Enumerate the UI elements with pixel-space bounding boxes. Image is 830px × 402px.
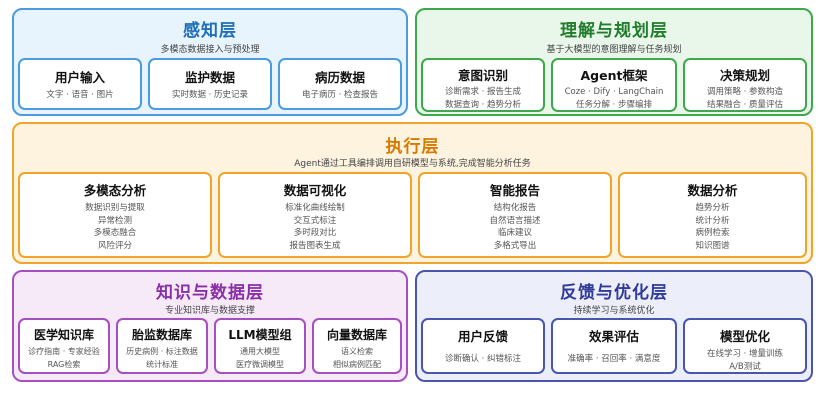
card-monitoring-data: 监护数据 实时数据 · 历史记录 — [148, 58, 272, 110]
card-title: 数据可视化 — [283, 183, 347, 198]
card-line: 多模态融合 — [93, 228, 137, 238]
card-line: 统计分析 — [695, 215, 730, 226]
card-line: 诊断需求 · 报告生成 — [444, 87, 522, 97]
execution-layer: 执行层 Agent通过工具编排调用自研模型与系统,完成智能分析任务 多模态分析 … — [12, 122, 813, 264]
card-model-optimization: 模型优化 在线学习 · 增量训练 A/B测试 — [683, 318, 807, 374]
card-data-analysis: 数据分析 趋势分析 统计分析 病例检索 知识图谱 — [618, 172, 807, 258]
card-title: 监护数据 — [184, 70, 235, 85]
perception-layer: 感知层 多模态数据接入与预处理 用户输入 文字 · 语音 · 图片 监护数据 实… — [12, 8, 408, 116]
layer-title: 理解与规划层 — [560, 21, 668, 41]
card-line: 医疗微调模型 — [236, 359, 284, 369]
layer-subtitle: 专业知识库与数据支撑 — [164, 306, 255, 316]
card-title: Agent框架 — [580, 68, 648, 83]
card-user-feedback: 用户反馈 诊断确认 · 纠错标注 — [421, 318, 545, 374]
layer-subtitle: 多模态数据接入与预处理 — [160, 45, 260, 55]
card-line: 诊断确认 · 纠错标注 — [444, 354, 522, 364]
card-line: 电子病历 · 检查报告 — [301, 90, 379, 100]
card-line: 异常检测 — [97, 215, 132, 226]
card-line: 交互式标注 — [293, 215, 337, 226]
card-title: 效果评估 — [588, 329, 639, 344]
card-llm-model-group: LLM模型组 通用大模型 医疗微调模型 — [214, 318, 306, 374]
card-line: 数据识别与提取 — [85, 203, 145, 213]
card-line: 相似病例匹配 — [333, 359, 381, 369]
card-title: 医学知识库 — [33, 328, 94, 342]
card-vector-database: 向量数据库 语义检索 相似病例匹配 — [312, 318, 402, 374]
layer-title: 反馈与优化层 — [560, 283, 668, 303]
card-line: 多格式导出 — [493, 240, 537, 251]
layer-subtitle: Agent通过工具编排调用自研模型与系统,完成智能分析任务 — [294, 159, 531, 169]
card-user-input: 用户输入 文字 · 语音 · 图片 — [18, 58, 142, 110]
card-line: 知识图谱 — [695, 240, 730, 251]
card-smart-report: 智能报告 结构化报告 自然语言描述 临床建议 多格式导出 — [418, 172, 612, 258]
card-line: 诊疗指南 · 专家经验 — [28, 347, 100, 356]
card-line: 结构化报告 — [493, 203, 537, 213]
card-effect-evaluation: 效果评估 准确率 · 召回率 · 满意度 — [551, 318, 677, 374]
card-agent-framework: Agent框架 Coze · Dify · LangChain 任务分解 · 步… — [551, 58, 677, 112]
card-title: 智能报告 — [489, 183, 540, 198]
card-title: 多模态分析 — [83, 183, 147, 198]
card-line: 结果融合 · 质量评估 — [706, 99, 784, 110]
card-line: 任务分解 · 步骤编排 — [575, 99, 653, 110]
card-line: Coze · Dify · LangChain — [564, 87, 664, 97]
card-line: 实时数据 · 历史记录 — [171, 90, 249, 100]
card-line: 语义检索 — [341, 347, 373, 356]
card-fetal-monitoring-database: 胎监数据库 历史病例 · 标注数据 统计标准 — [116, 318, 208, 374]
card-line: 临床建议 — [497, 228, 532, 238]
card-title: 用户输入 — [54, 70, 105, 85]
card-line: 风险评分 — [97, 240, 132, 251]
card-line: 历史病例 · 标注数据 — [126, 347, 198, 356]
card-title: 意图识别 — [457, 68, 508, 83]
card-intent-recognition: 意图识别 诊断需求 · 报告生成 数据查询 · 趋势分析 — [421, 58, 545, 112]
card-line: 多时段对比 — [293, 228, 337, 238]
card-title: 模型优化 — [719, 329, 770, 344]
layer-title: 感知层 — [183, 21, 237, 41]
card-title: 向量数据库 — [326, 328, 387, 342]
card-title: 决策规划 — [719, 68, 770, 83]
card-title: LLM模型组 — [228, 328, 292, 342]
card-line: 标准化曲线绘制 — [285, 203, 345, 213]
card-medical-knowledge-base: 医学知识库 诊疗指南 · 专家经验 RAG检索 — [18, 318, 110, 374]
layer-subtitle: 持续学习与系统优化 — [573, 306, 655, 316]
card-title: 数据分析 — [687, 183, 738, 198]
card-line: RAG检索 — [47, 359, 81, 369]
card-line: 趋势分析 — [695, 203, 730, 213]
card-line: 文字 · 语音 · 图片 — [46, 90, 114, 100]
card-line: 在线学习 · 增量训练 — [706, 349, 784, 359]
layer-title: 执行层 — [385, 137, 440, 157]
card-line: 统计标准 — [146, 359, 178, 369]
card-decision-planning: 决策规划 调用策略 · 参数构造 结果融合 · 质量评估 — [683, 58, 807, 112]
knowledge-layer: 知识与数据层 专业知识库与数据支撑 医学知识库 诊疗指南 · 专家经验 RAG检… — [12, 270, 408, 382]
layer-title: 知识与数据层 — [156, 283, 264, 303]
card-line: 自然语言描述 — [489, 215, 541, 226]
card-title: 用户反馈 — [457, 329, 508, 344]
card-multimodal-analysis: 多模态分析 数据识别与提取 异常检测 多模态融合 风险评分 — [18, 172, 212, 258]
card-title: 病历数据 — [314, 70, 365, 85]
card-line: 数据查询 · 趋势分析 — [444, 99, 522, 110]
card-title: 胎监数据库 — [131, 328, 192, 342]
card-line: 调用策略 · 参数构造 — [706, 87, 784, 97]
card-line: A/B测试 — [729, 361, 761, 372]
card-line: 通用大模型 — [240, 347, 280, 356]
feedback-layer: 反馈与优化层 持续学习与系统优化 用户反馈 诊断确认 · 纠错标注 效果评估 准… — [415, 270, 813, 382]
card-line: 病例检索 — [695, 228, 730, 238]
card-line: 报告图表生成 — [289, 240, 341, 251]
card-data-visualization: 数据可视化 标准化曲线绘制 交互式标注 多时段对比 报告图表生成 — [218, 172, 412, 258]
card-line: 准确率 · 召回率 · 满意度 — [567, 354, 661, 364]
card-medical-records: 病历数据 电子病历 · 检查报告 — [278, 58, 402, 110]
planning-layer: 理解与规划层 基于大模型的意图理解与任务规划 意图识别 诊断需求 · 报告生成 … — [415, 8, 813, 116]
layer-subtitle: 基于大模型的意图理解与任务规划 — [546, 45, 682, 55]
